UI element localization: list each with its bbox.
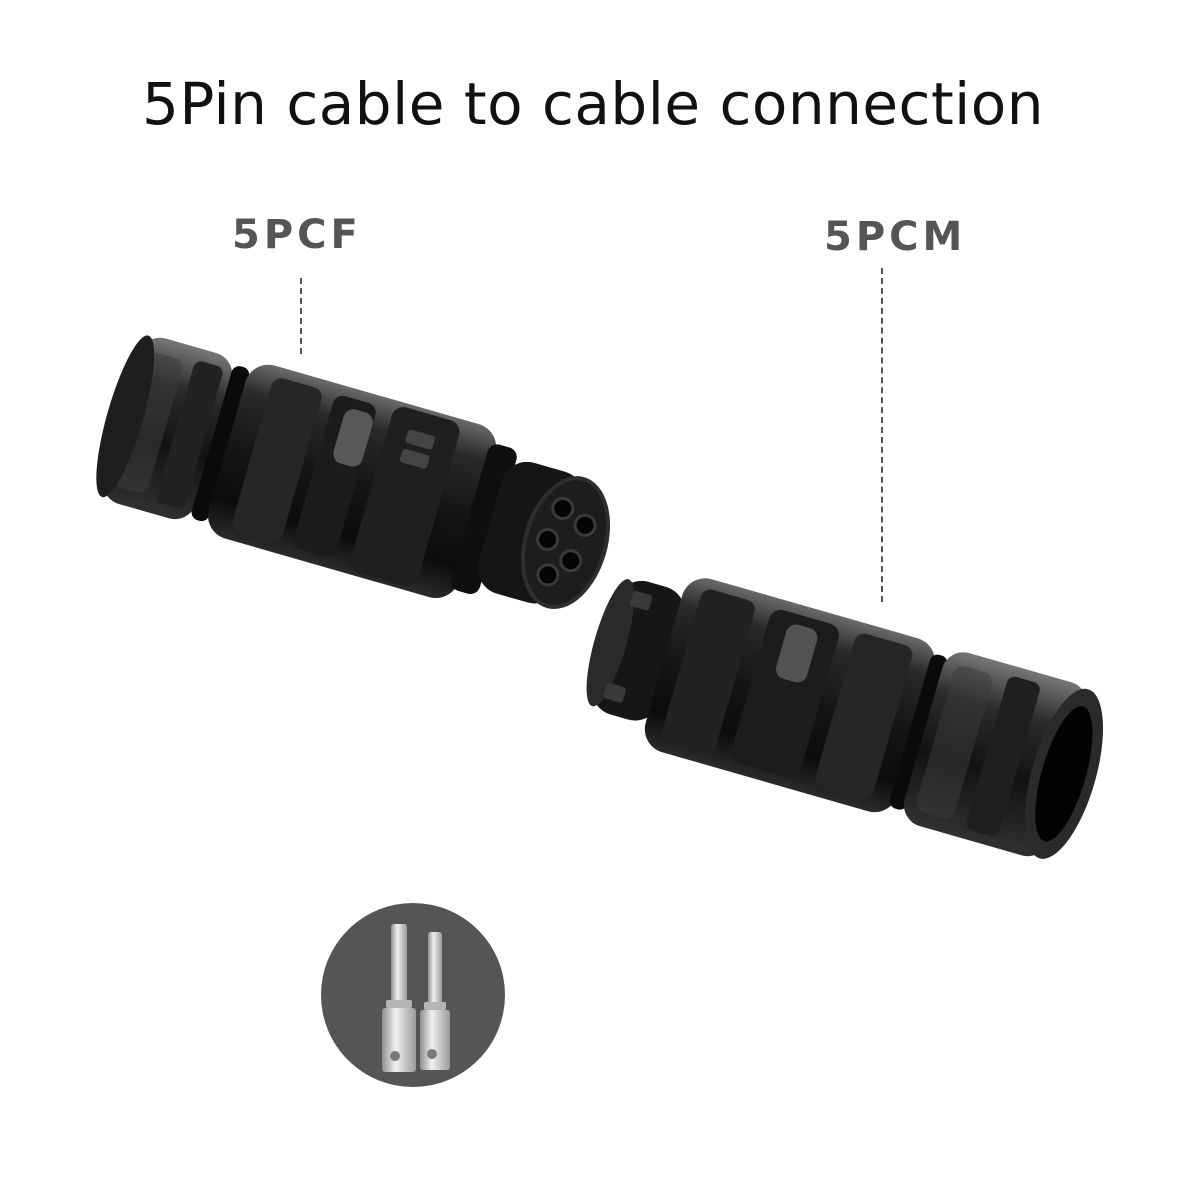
page-title: 5Pin cable to cable connection [141,70,1045,138]
male-connector [586,578,1104,859]
crimp-pins-inset [321,903,505,1087]
female-body [208,364,497,599]
male-body [644,578,935,813]
male-gland-nut [903,652,1104,859]
female-connector-label: 5PCF [232,212,362,258]
female-leader-line [300,278,302,354]
female-socket-face [477,461,611,609]
male-leader-line [881,268,883,602]
crimp-pin-right [420,932,450,1070]
male-connector-label: 5PCM [824,214,967,260]
female-connector [96,335,611,609]
crimp-pin-left [382,924,416,1072]
female-gland-nut [96,335,233,520]
